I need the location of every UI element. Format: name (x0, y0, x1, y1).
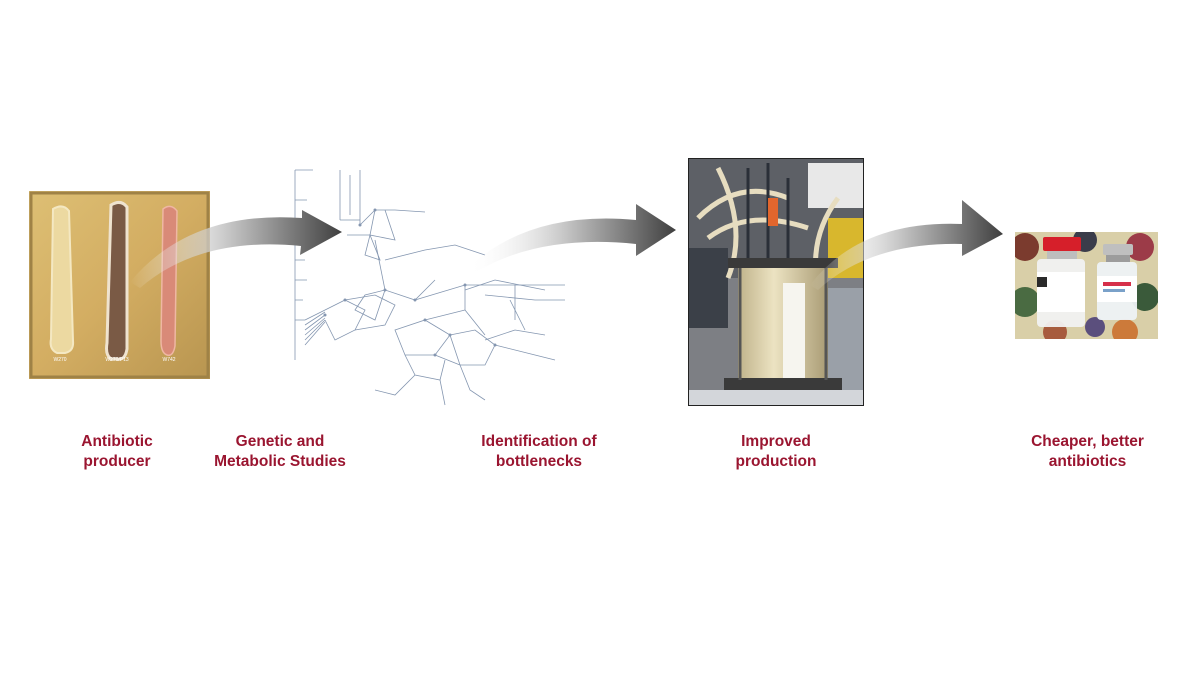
step-label-cheaper-antibiotics: Cheaper, better antibiotics (1031, 433, 1144, 470)
antibiotic-vials-image (1010, 228, 1159, 345)
culture-streak-3 (160, 205, 178, 357)
step-label-identification-bottlenecks: Identification of bottlenecks (481, 433, 597, 470)
plate-label-1: W270 (53, 357, 66, 363)
bioreactor-image (688, 158, 864, 406)
plate-label-3: W742 (162, 357, 175, 363)
plate-label-2: W270/P13 (105, 357, 129, 363)
metabolic-network-image (285, 160, 575, 410)
culture-streak-1 (49, 205, 75, 354)
culture-streak-2 (105, 200, 129, 361)
step-label-antibiotic-producer: Antibiotic producer (81, 433, 153, 470)
step-label-genetic-metabolic-studies: Genetic and Metabolic Studies (214, 433, 346, 470)
agar-plate-image: W270 W270/P13 W742 (29, 191, 210, 379)
step-label-improved-production: Improved production (735, 433, 817, 470)
